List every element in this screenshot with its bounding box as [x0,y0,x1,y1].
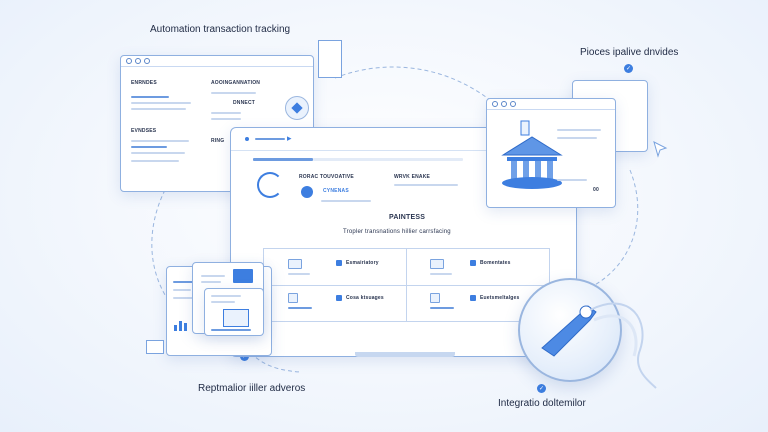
label-top-center: Automation transaction tracking [150,24,291,35]
main-toolbar: ▸ [231,128,576,151]
check-icon: ✓ [624,64,633,73]
left-heading-b: AOOINGANNATION [211,80,261,86]
label-bottom-right: Integratio doltemilor [498,398,586,409]
envelope-icon [233,269,253,283]
bar-chart-icon [174,321,187,331]
left-heading-a: ENRNDES [131,80,157,86]
wrench-icon [541,305,597,357]
grid-cell-label: Esmairiatory [346,260,379,266]
folder-icon [146,340,164,354]
connector-bracket [318,40,342,78]
wrench-circle [518,278,622,382]
grid-cell[interactable]: Euetsmeltalges [412,289,540,317]
left-heading-e: RING [211,138,225,144]
grid-cell[interactable]: Cosa ktsuages [270,289,398,317]
gauge-icon [257,172,283,198]
bank-icon [501,120,563,189]
section-subtitle: Tropler transnations hillier carrsfacing [343,229,451,235]
window-titlebar [121,56,313,67]
label-top-right: Pioces ipalive dnvides [580,47,679,58]
nav-dot [245,137,249,141]
left-heading-c: DNNECT [233,100,256,106]
forward-arrow-icon[interactable]: ▸ [287,133,292,143]
grid-cell[interactable]: Bomentates [412,253,540,281]
info-grid: Esmairiatory Bomentates Cosa ktsuages Eu… [263,248,550,322]
check-icon: ✓ [537,384,546,393]
grid-cell-label: Cosa ktsuages [346,295,384,301]
right-window-badge: 00 [593,187,599,193]
field-a: RORAC TOUVOATIVE [299,174,354,180]
right-window: 00 [486,98,616,208]
left-heading-d: EVNDSES [131,128,157,134]
mail-icon [223,309,249,327]
grid-cell[interactable]: Esmairiatory [270,253,398,281]
user-icon [285,96,309,120]
field-c: CYNENAS [323,188,349,194]
grid-cell-label: Euetsmeltalges [480,295,520,301]
ribbon-decoration [589,302,657,389]
label-bottom-left: Reptmalior iiller adveros [198,383,306,394]
bottom-left-front-card [204,288,264,336]
user-avatar-icon [301,186,313,198]
laptop-base [355,352,455,357]
field-b: WRVK ENAKE [394,174,431,180]
cursor-arrow-icon [653,141,668,158]
section-title: PAINTESS [389,214,426,221]
grid-cell-label: Bomentates [480,260,511,266]
window-titlebar [487,99,615,110]
